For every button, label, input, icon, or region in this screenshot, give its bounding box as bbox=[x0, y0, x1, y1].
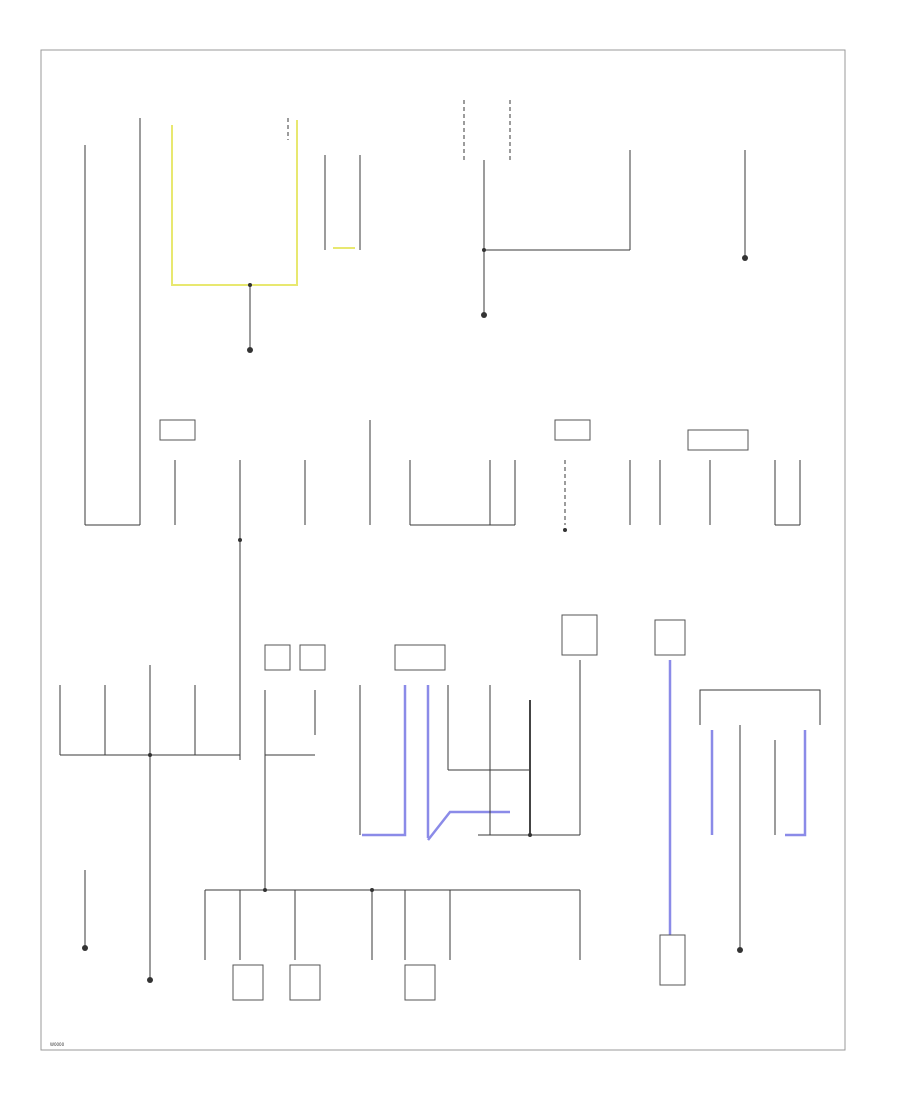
ground-point bbox=[82, 945, 88, 951]
ground-point bbox=[737, 947, 743, 953]
bottom-section bbox=[204, 888, 581, 1001]
middle-section bbox=[159, 419, 801, 760]
ground-point bbox=[247, 347, 253, 353]
ground-point bbox=[147, 977, 153, 983]
diagram-frame bbox=[40, 49, 846, 1051]
blue-wire bbox=[362, 685, 407, 837]
blue-wire bbox=[427, 810, 510, 841]
ground-point bbox=[742, 255, 748, 261]
yellow-wire bbox=[171, 120, 298, 286]
blue-wire bbox=[785, 730, 807, 837]
ground-point bbox=[481, 312, 487, 318]
top-section bbox=[84, 100, 748, 526]
footer-code: W0000 bbox=[50, 1042, 65, 1047]
lower-middle-section bbox=[59, 614, 821, 986]
